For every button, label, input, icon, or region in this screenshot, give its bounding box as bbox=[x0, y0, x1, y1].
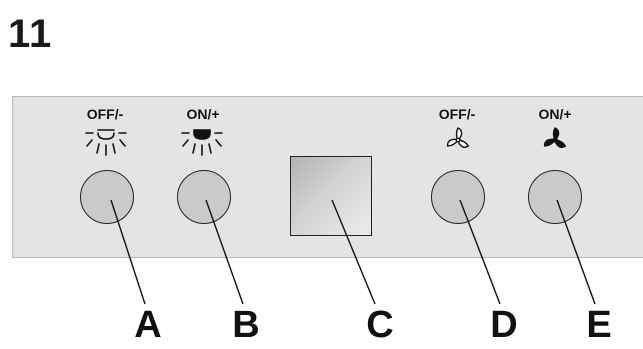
leader-line-d bbox=[459, 199, 501, 305]
letter-d: D bbox=[490, 304, 518, 346]
leader-line-a bbox=[110, 199, 146, 305]
light-off-icon bbox=[85, 129, 127, 156]
fan-on-button[interactable] bbox=[528, 170, 582, 224]
display-panel bbox=[290, 156, 372, 236]
light-on-label: ON/+ bbox=[186, 106, 220, 122]
letter-b: B bbox=[232, 304, 260, 346]
leader-line-e bbox=[556, 199, 596, 305]
fan-off-icon bbox=[446, 127, 470, 148]
letter-c: C bbox=[366, 304, 394, 346]
fan-on-icon bbox=[543, 127, 567, 148]
light-on-icon bbox=[181, 129, 223, 156]
light-on-button[interactable] bbox=[177, 170, 231, 224]
light-off-label: OFF/- bbox=[86, 106, 124, 122]
light-off-button[interactable] bbox=[80, 170, 134, 224]
fan-off-button[interactable] bbox=[431, 170, 485, 224]
fan-on-label: ON/+ bbox=[538, 106, 572, 122]
figure-number: 11 bbox=[8, 12, 53, 56]
fan-off-label: OFF/- bbox=[438, 106, 476, 122]
letter-a: A bbox=[134, 304, 162, 346]
letter-e: E bbox=[586, 304, 612, 346]
leader-line-c bbox=[331, 199, 376, 305]
leader-line-b bbox=[205, 199, 244, 305]
